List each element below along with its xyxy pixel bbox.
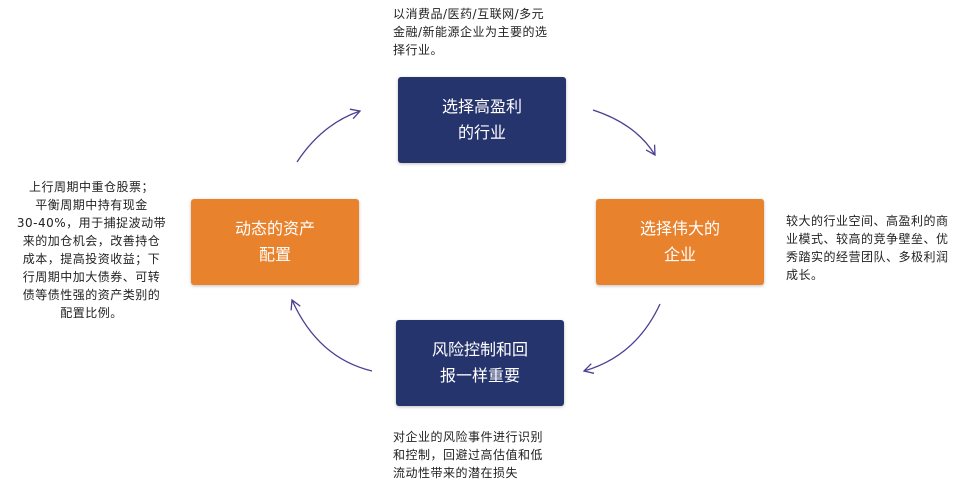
box-risk-control: 风险控制和回 报一样重要 [396,320,564,406]
arrow-top-to-right [592,109,656,157]
note-industry-selection: 以消费品/医药/互联网/多元 金融/新能源企业为主要的选 择行业。 [393,7,548,57]
note-company-selection: 较大的行业空间、高盈利的商 业模式、较高的竞争壁垒、优 秀踏实的经营团队、多极利… [786,214,949,282]
box-great-company: 选择伟大的 企业 [596,199,764,285]
note-asset-allocation: 上行周期中重仓股票； 平衡周期中持有现金 30-40%，用于捕捉波动带 来的加仓… [16,180,167,320]
note-risk-control: 对企业的风险事件进行识别 和控制，回避过高估值和低 流动性带来的潜在损失 [393,430,544,480]
arrow-left-to-top [296,108,362,163]
box-dynamic-allocation: 动态的资产 配置 [191,199,359,285]
box-high-profit-industry: 选择高盈利 的行业 [398,77,566,163]
arrow-bottom-to-left [290,298,373,372]
arrow-right-to-bottom [582,303,661,374]
